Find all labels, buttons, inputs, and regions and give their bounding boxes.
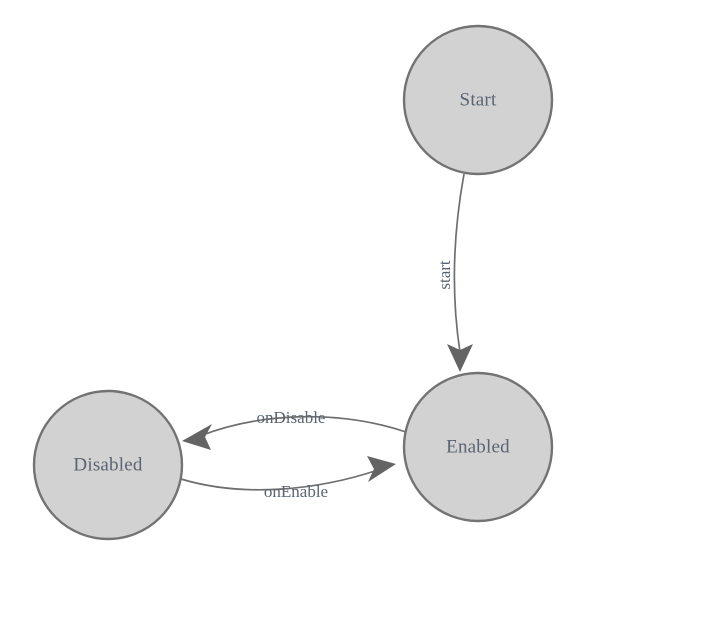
transition-disabled-to-enabled[interactable]: onEnable xyxy=(180,456,396,501)
transition-enabled-to-disabled-path xyxy=(199,415,407,437)
transition-enabled-to-disabled[interactable]: onDisable xyxy=(182,408,407,450)
transition-label-onenable: onEnable xyxy=(264,482,328,501)
state-node-disabled-label: Disabled xyxy=(73,454,142,475)
state-node-enabled-circle[interactable] xyxy=(402,371,554,523)
transition-start-to-enabled-arrowhead-icon xyxy=(447,344,473,372)
state-node-start[interactable]: Start xyxy=(402,24,554,176)
transition-disabled-to-enabled-path xyxy=(180,469,379,491)
state-node-disabled-circle[interactable] xyxy=(32,389,184,541)
transition-enabled-to-disabled-arrowhead-icon xyxy=(182,424,212,450)
transition-label-start: start xyxy=(435,260,454,290)
state-node-enabled-label: Enabled xyxy=(446,436,510,457)
state-node-start-circle[interactable] xyxy=(402,24,554,176)
transition-label-ondisable: onDisable xyxy=(257,408,326,427)
transition-start-to-enabled-path xyxy=(453,173,465,353)
transition-start-to-enabled[interactable]: start xyxy=(435,173,473,372)
state-node-enabled[interactable]: Enabled xyxy=(402,371,554,523)
state-node-start-label: Start xyxy=(460,89,497,110)
state-node-disabled[interactable]: Disabled xyxy=(32,389,184,541)
transition-disabled-to-enabled-arrowhead-icon xyxy=(367,456,396,482)
